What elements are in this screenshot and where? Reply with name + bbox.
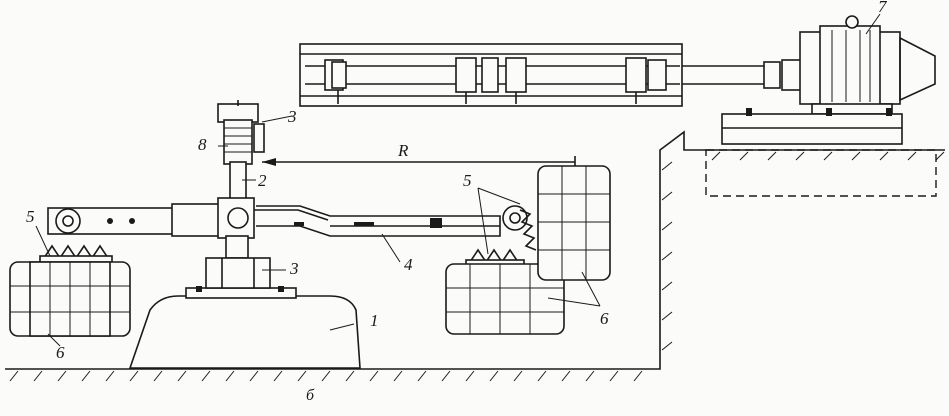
- callout-5-left: 5: [26, 207, 35, 226]
- callout-3-bottom: 3: [289, 259, 299, 278]
- callout-2: 2: [258, 171, 267, 190]
- ground-floor: [5, 130, 945, 382]
- counterweight-right: [445, 165, 611, 335]
- callout-1: 1: [370, 311, 379, 330]
- callout-4: 4: [404, 255, 413, 274]
- swing-lever: [47, 197, 528, 259]
- dimension-r-label: R: [397, 141, 409, 160]
- drive-foundation-outline: [705, 149, 937, 197]
- counterweight-left: [9, 261, 131, 337]
- callout-6-right: 6: [600, 309, 609, 328]
- figure-caption: б: [306, 387, 315, 404]
- callout-5-right: 5: [463, 171, 472, 190]
- pedestal-base: [128, 257, 361, 369]
- callout-3-top: 3: [287, 107, 297, 126]
- callout-8: 8: [198, 135, 207, 154]
- callout-7: 7: [878, 0, 888, 16]
- callout-numbers: 1 2 3 3 4 5 5 6 6 7 8 R: [26, 0, 888, 362]
- vertical-column: [217, 100, 265, 207]
- bearing-supports: [324, 57, 667, 104]
- drive-shaft-housing: [299, 43, 803, 107]
- motor-reducer: [721, 15, 936, 145]
- callout-leaders: [35, 13, 881, 347]
- callout-6-left: 6: [56, 343, 65, 362]
- radius-dimension: [262, 156, 576, 170]
